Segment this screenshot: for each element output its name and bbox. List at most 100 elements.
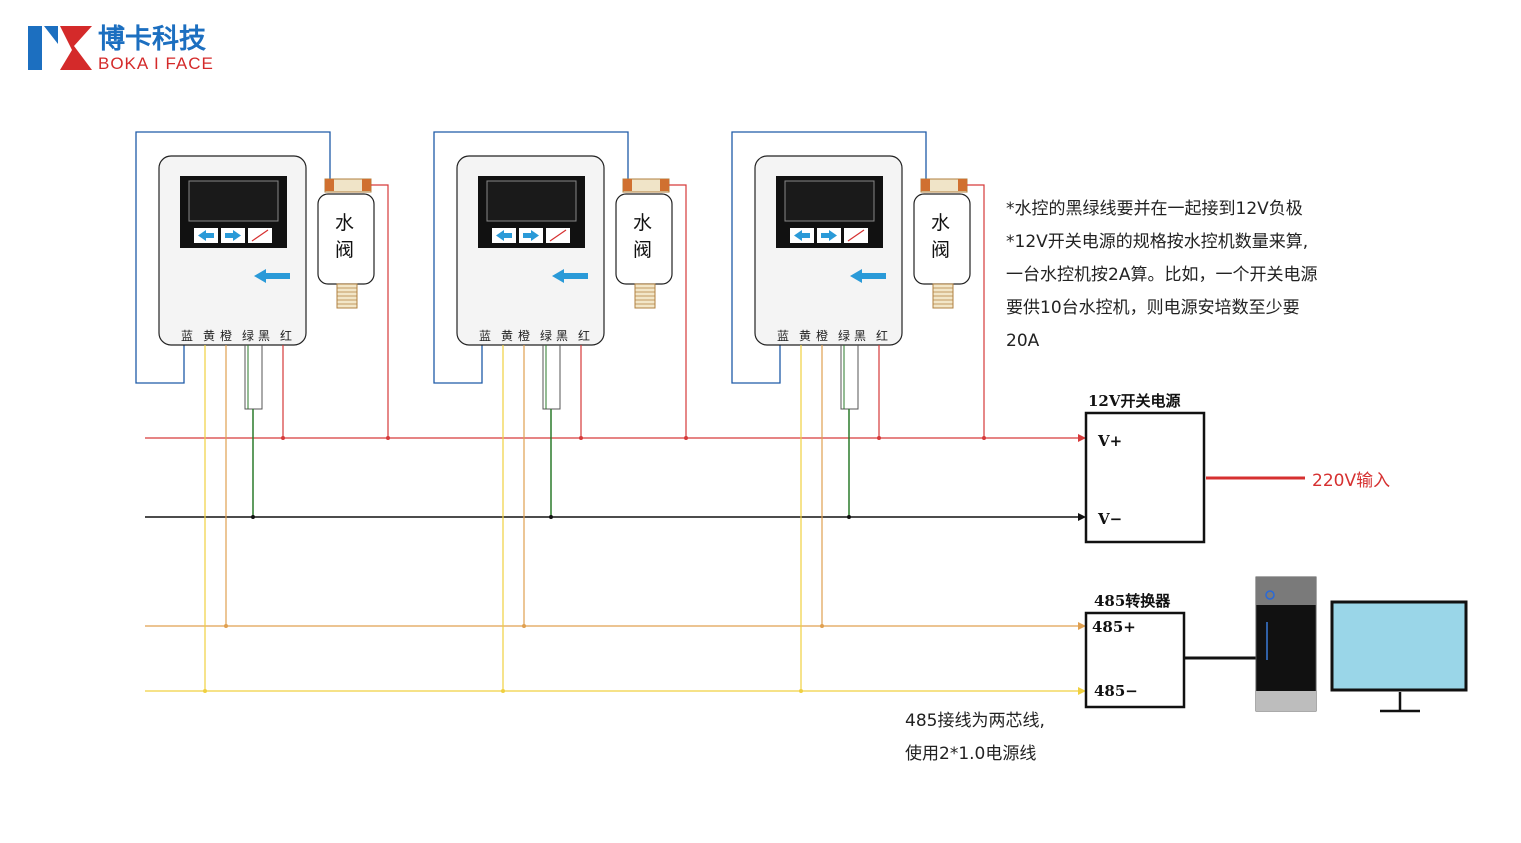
valve-label-2: 阀 <box>931 239 950 261</box>
controller-units: 蓝黄橙绿黑红水阀蓝黄橙绿黑红水阀蓝黄橙绿黑红水阀 <box>135 131 986 693</box>
bus-lines <box>145 434 1086 695</box>
wire-label-4: 绿 <box>242 328 254 343</box>
logo-text-en: BOKA I FACE <box>98 54 214 73</box>
bus-orange-arrowhead <box>1078 622 1086 630</box>
wiring-cable-note: 485接线为两芯线, 使用2*1.0电源线 <box>905 711 1045 764</box>
left-arrow-icon <box>794 230 810 241</box>
cable-note-line-2: 使用2*1.0电源线 <box>905 743 1036 764</box>
power-toggle-icon <box>847 229 865 242</box>
wire-label-5: 黑 <box>854 329 866 343</box>
logo-text-cn: 博卡科技 <box>98 23 206 55</box>
valve-terminal-right <box>660 179 669 191</box>
valve-red-wire <box>371 184 389 438</box>
pc-power-icon <box>1265 590 1275 600</box>
blue-wire-loop <box>731 131 927 384</box>
controller-unit-3: 蓝黄橙绿黑红 水阀 <box>731 131 986 693</box>
valve-terminal-right <box>958 179 967 191</box>
power-toggle-icon <box>549 229 567 242</box>
wire-label-2: 黄 <box>799 329 811 343</box>
flow-arrow-icon <box>552 269 588 283</box>
note-line-4: 要供10台水控机，则电源安培数至少要 <box>1006 298 1300 318</box>
power-supply-v-minus: V− <box>1097 510 1122 528</box>
flow-arrow-icon <box>850 269 886 283</box>
wire-label-3: 橙 <box>816 328 828 343</box>
valve-label-2: 阀 <box>335 239 354 261</box>
blue-wire-loop <box>433 131 629 384</box>
right-arrow-icon <box>225 230 241 241</box>
wire-label-5: 黑 <box>556 329 568 343</box>
orange-junction <box>820 624 824 628</box>
wire-label-1: 蓝 <box>479 329 491 343</box>
bus-yellow-arrowhead <box>1078 687 1086 695</box>
valve-label-1: 水 <box>633 212 652 234</box>
monitor-screen <box>1330 600 1468 692</box>
pc-tower-top <box>1256 577 1316 605</box>
wire-label-4: 绿 <box>838 328 850 343</box>
left-arrow-icon <box>198 230 214 241</box>
wire-label-6: 红 <box>280 328 292 343</box>
valve-terminal-right <box>362 179 371 191</box>
wire-label-5: 黑 <box>258 329 270 343</box>
yellow-junction <box>203 689 207 693</box>
logo-mark-icon <box>28 26 58 70</box>
note-line-5: 20A <box>1006 331 1040 351</box>
bus-red-arrowhead <box>1078 434 1086 442</box>
valve-label-1: 水 <box>335 212 354 234</box>
valve-label-1: 水 <box>931 212 950 234</box>
controller-unit-2: 蓝黄橙绿黑红 水阀 <box>433 131 688 693</box>
wire-label-6: 红 <box>578 328 590 343</box>
note-line-3: 一台水控机按2A算。比如，一个开关电源 <box>1006 265 1317 285</box>
black-junction <box>549 515 553 519</box>
valve-red-wire <box>669 184 687 438</box>
yellow-junction <box>501 689 505 693</box>
converter-plus: 485+ <box>1092 618 1136 636</box>
controller-unit-1: 蓝黄橙绿黑红水阀 <box>135 131 390 693</box>
black-junction <box>251 515 255 519</box>
wire-label-3: 橙 <box>518 328 530 343</box>
valve-terminal-left <box>921 179 930 191</box>
pc-tower-bottom <box>1256 691 1316 711</box>
power-input-label: 220V输入 <box>1312 471 1390 491</box>
power-supply-v-plus: V+ <box>1097 432 1122 450</box>
blue-wire-loop <box>135 131 331 384</box>
black-junction <box>847 515 851 519</box>
power-supply-box <box>1084 411 1206 544</box>
red-junction <box>877 436 881 440</box>
valve-red-junction <box>386 436 390 440</box>
valve-red-wire <box>967 184 985 438</box>
power-supply: 12V开关电源 V+ V− 220V输入 <box>1084 392 1390 544</box>
wire-label-4: 绿 <box>540 328 552 343</box>
cable-note-line-1: 485接线为两芯线, <box>905 711 1045 731</box>
valve-terminal-left <box>623 179 632 191</box>
wiring-notes: *水控的黑绿线要并在一起接到12V负极 *12V开关电源的规格按水控机数量来算,… <box>1006 199 1317 351</box>
note-line-1: *水控的黑绿线要并在一起接到12V负极 <box>1006 199 1303 219</box>
display-screen <box>486 180 577 222</box>
valve-red-junction <box>982 436 986 440</box>
wire-label-1: 蓝 <box>181 329 193 343</box>
right-arrow-icon <box>523 230 539 241</box>
yellow-junction <box>799 689 803 693</box>
logo-mark-red <box>60 26 92 70</box>
wire-label-6: 红 <box>876 328 888 343</box>
valve-terminal-left <box>325 179 334 191</box>
power-toggle-icon <box>251 229 269 242</box>
monitor <box>1330 600 1468 713</box>
flow-arrow-icon <box>254 269 290 283</box>
display-screen <box>784 180 875 222</box>
red-junction <box>579 436 583 440</box>
right-arrow-icon <box>821 230 837 241</box>
note-line-2: *12V开关电源的规格按水控机数量来算, <box>1006 232 1308 252</box>
converter-title: 485转换器 <box>1094 592 1171 610</box>
orange-junction <box>224 624 228 628</box>
display-screen <box>188 180 279 222</box>
wire-label-2: 黄 <box>501 329 513 343</box>
orange-junction <box>522 624 526 628</box>
valve-red-junction <box>684 436 688 440</box>
wire-label-1: 蓝 <box>777 329 789 343</box>
bus-black-arrowhead <box>1078 513 1086 521</box>
converter-minus: 485− <box>1094 682 1138 700</box>
red-junction <box>281 436 285 440</box>
valve-label-2: 阀 <box>633 239 652 261</box>
wire-label-2: 黄 <box>203 329 215 343</box>
